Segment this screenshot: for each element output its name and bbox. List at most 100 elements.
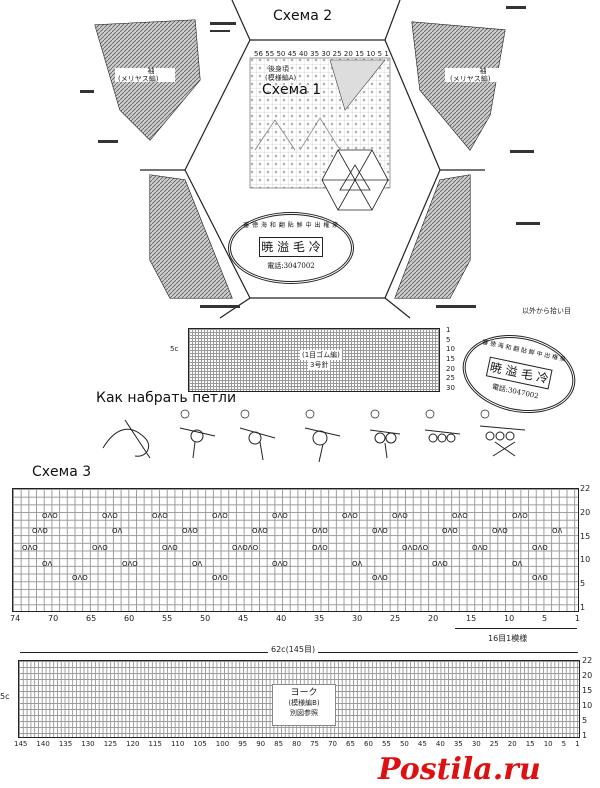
sleeve-left-title: 袖 xyxy=(147,67,155,75)
yoke-sub: (模様編B) xyxy=(288,699,320,707)
yoke-y-tick: 10 xyxy=(582,701,593,710)
svg-text:ΟΛΟ: ΟΛΟ xyxy=(512,512,528,520)
stamp-1-phone: 電話:3047002 xyxy=(267,262,315,270)
rib-y-tick: 15 xyxy=(446,354,455,363)
yoke-ref: 別図参照 xyxy=(290,709,318,717)
hex-tick: 56 xyxy=(254,50,263,58)
scheme3-x-tick: 50 xyxy=(200,614,211,623)
svg-text:ΟΛΟ: ΟΛΟ xyxy=(532,544,548,552)
sleeve-top-right xyxy=(411,21,506,151)
yoke-x-tick: 15 xyxy=(525,740,535,748)
svg-text:ΟΛ: ΟΛ xyxy=(552,527,563,535)
svg-text:ΟΛΟ: ΟΛΟ xyxy=(212,574,228,582)
yoke-title: ヨーク xyxy=(290,688,318,698)
yoke-x-tick: 60 xyxy=(364,740,373,748)
svg-text:ОΛО: ОΛО xyxy=(212,512,228,520)
scheme3-x-tick: 20 xyxy=(428,614,439,623)
hex-tick: 55 xyxy=(265,50,275,58)
svg-text:ΟΛ: ΟΛ xyxy=(112,527,123,535)
yoke-x-tick: 10 xyxy=(543,740,553,748)
yoke-x-tick: 65 xyxy=(346,740,355,748)
scheme3-x-axis: 74 70 65 60 55 50 45 40 35 30 25 20 15 1… xyxy=(10,614,580,623)
svg-text:ΟΛΟ: ΟΛΟ xyxy=(432,560,448,568)
yoke-x-tick: 70 xyxy=(328,740,337,748)
rib-band-label: (1目ゴム編) xyxy=(300,350,342,360)
yoke-x-tick: 140 xyxy=(36,740,50,748)
yoke-x-tick: 110 xyxy=(170,740,185,748)
svg-text:ΟΛΟ: ΟΛΟ xyxy=(252,527,268,535)
watermark-logo: Postila.ru xyxy=(378,752,541,787)
svg-text:ΟΛ: ΟΛ xyxy=(512,560,523,568)
yoke-x-tick: 125 xyxy=(103,740,118,748)
hex-tick: 5 xyxy=(377,50,383,58)
svg-text:ΟΛΟ: ΟΛΟ xyxy=(102,512,118,520)
svg-text:ΟΛΟ: ΟΛΟ xyxy=(532,574,548,582)
svg-text:ΟΛΟ: ΟΛΟ xyxy=(272,560,288,568)
sleeve-right-title: 袖 xyxy=(479,67,487,75)
yoke-x-tick: 55 xyxy=(381,740,391,748)
scheme3-x-tick: 1 xyxy=(574,614,580,623)
scheme3-x-tick: 74 xyxy=(10,614,21,623)
yoke-x-tick: 75 xyxy=(310,740,320,748)
hex-tick: 50 xyxy=(276,50,286,58)
rib-y-axis: 1 5 10 15 20 25 30 xyxy=(446,326,458,392)
scheme1-label: Схема 1 xyxy=(262,82,322,98)
svg-text:ОΛО: ОΛО xyxy=(42,512,58,520)
cast-on-step-6 xyxy=(424,429,461,443)
yoke-x-tick: 115 xyxy=(148,740,162,748)
rib-y-tick: 10 xyxy=(446,345,455,354)
back-piece-title: 後身頃 xyxy=(268,64,289,74)
yoke-x-tick: 20 xyxy=(507,740,517,748)
scheme3-y-tick: 5 xyxy=(580,579,586,589)
stamp-oval-1: 審 徳 海 和 翻 貼 鮮 中 出 権 泉 暁 溢 毛 冷 電話:3047002 xyxy=(228,212,354,284)
scheme3-x-tick: 15 xyxy=(466,614,477,623)
scheme3-x-tick: 25 xyxy=(390,614,401,623)
hex-ticks: 56 55 50 45 40 35 30 25 20 15 10 5 1 xyxy=(254,50,389,58)
cast-on-step-2 xyxy=(179,427,216,459)
scheme3-y-tick: 1 xyxy=(580,602,586,612)
yoke-x-tick: 95 xyxy=(238,740,248,748)
svg-text:ΟΛΟ: ΟΛΟ xyxy=(162,544,178,552)
back-piece-sub: (模様編A) xyxy=(265,73,297,83)
yoke-x-tick: 25 xyxy=(489,740,499,748)
hex-tick: 40 xyxy=(298,50,308,58)
cast-on-step-3 xyxy=(239,427,276,461)
hex-tick: 20 xyxy=(343,50,353,58)
svg-text:ΟΛΟ: ΟΛΟ xyxy=(392,512,408,520)
scheme3-x-tick: 70 xyxy=(48,614,59,623)
hex-tick: 25 xyxy=(332,50,342,58)
svg-text:ΟΛΟΛΟ: ΟΛΟΛΟ xyxy=(232,544,259,552)
scheme3-x-tick: 5 xyxy=(542,614,548,623)
svg-text:ΟΛΟ: ΟΛΟ xyxy=(472,544,488,552)
yoke-x-tick: 30 xyxy=(471,740,481,748)
svg-text:ΟΛΟ: ΟΛΟ xyxy=(372,574,388,582)
yoke-label-box: ヨーク (模様編B) 別図参照 xyxy=(272,684,336,726)
scheme3-label: Схема 3 xyxy=(32,464,92,480)
yoke-x-tick: 90 xyxy=(256,740,266,748)
repeat-label: 16目1模様 xyxy=(488,634,528,643)
yoke-x-tick: 100 xyxy=(215,740,230,748)
yoke-x-tick: 5 xyxy=(561,740,567,748)
scheme3-x-tick: 45 xyxy=(238,614,249,623)
yoke-x-tick: 1 xyxy=(575,740,580,748)
sleeve-left-sub: (メリヤス編) xyxy=(118,75,159,83)
svg-text:ΟΛΟ: ΟΛΟ xyxy=(122,560,138,568)
svg-text:ΟΛΟ: ΟΛΟ xyxy=(372,527,388,535)
svg-text:ΟΛΟ: ΟΛΟ xyxy=(152,512,168,520)
rib-height-label: 5c xyxy=(170,345,179,353)
stamp-1-line: 審 徳 海 和 翻 貼 鮮 中 出 権 泉 xyxy=(243,222,339,229)
scheme3-x-tick: 40 xyxy=(276,614,287,623)
rib-y-tick: 30 xyxy=(446,383,455,392)
rib-y-tick: 25 xyxy=(446,374,455,383)
yoke-width-label: 62c(145目) xyxy=(268,644,319,655)
svg-text:ΟΛ: ΟΛ xyxy=(42,560,53,568)
svg-text:ΟΛΟ: ΟΛΟ xyxy=(312,544,328,552)
hex-tick: 35 xyxy=(310,50,320,58)
yoke-x-tick: 145 xyxy=(14,740,28,748)
yoke-y-tick: 22 xyxy=(582,656,593,665)
yoke-y-axis: 22 20 15 10 5 1 xyxy=(582,656,596,740)
cast-on-step-1 xyxy=(102,428,150,457)
scheme3-y-tick: 20 xyxy=(580,507,591,517)
yoke-height-label: 5c xyxy=(0,692,10,701)
yoke-x-axis: 145 140 135 130 125 120 115 110 105 100 … xyxy=(14,740,580,748)
